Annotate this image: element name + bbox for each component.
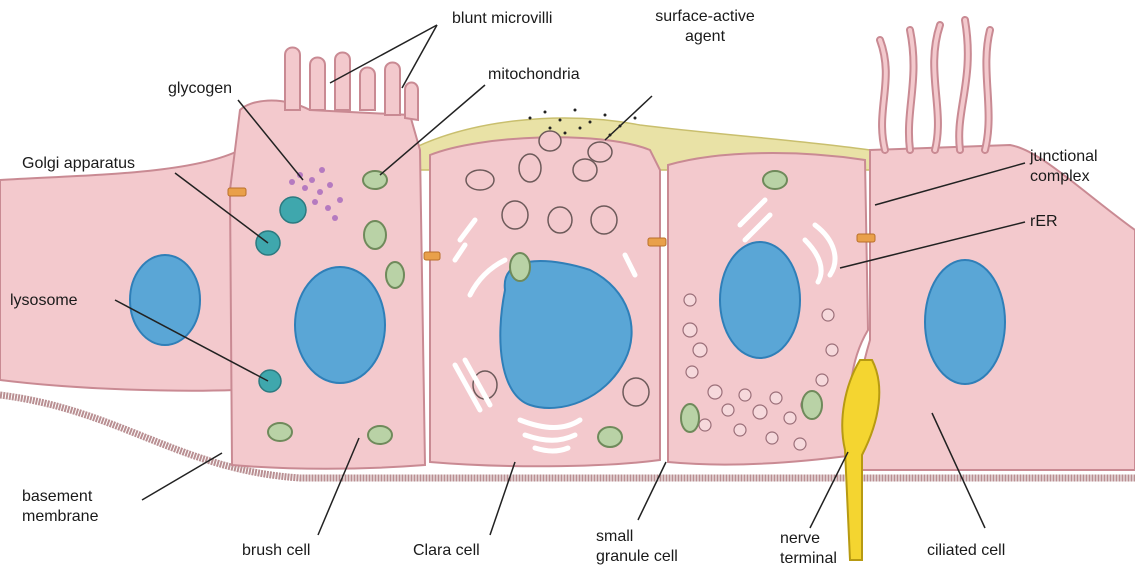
label-small-granule-1: small: [596, 528, 633, 546]
brush-cell-nucleus: [295, 267, 385, 383]
small-granule-nucleus: [720, 242, 800, 358]
label-ciliated-cell: ciliated cell: [927, 542, 1005, 560]
label-nerve-1: nerve: [780, 530, 820, 548]
label-brush-cell: brush cell: [242, 542, 310, 560]
label-golgi-apparatus: Golgi apparatus: [22, 155, 135, 173]
left-cell: [0, 150, 240, 391]
label-clara-cell: Clara cell: [413, 542, 480, 560]
label-junctional-1: junctional: [1030, 148, 1098, 166]
ciliated-nucleus: [925, 260, 1005, 384]
left-cell-nucleus: [130, 255, 200, 345]
label-blunt-microvilli: blunt microvilli: [452, 10, 552, 28]
brush-lysosome-3: [259, 370, 281, 392]
label-surface-active-2: agent: [650, 28, 760, 46]
label-small-granule-2: granule cell: [596, 548, 678, 566]
label-junctional-2: complex: [1030, 168, 1090, 186]
brush-lysosome-1: [280, 197, 306, 223]
label-rer: rER: [1030, 213, 1058, 231]
label-glycogen: glycogen: [168, 80, 232, 98]
label-basement-1: basement: [22, 488, 92, 506]
label-basement-2: membrane: [22, 508, 98, 526]
label-lysosome: lysosome: [10, 292, 78, 310]
label-mitochondria: mitochondria: [488, 66, 580, 84]
label-nerve-2: terminal: [780, 550, 837, 568]
label-surface-active-1: surface-active: [650, 8, 760, 26]
